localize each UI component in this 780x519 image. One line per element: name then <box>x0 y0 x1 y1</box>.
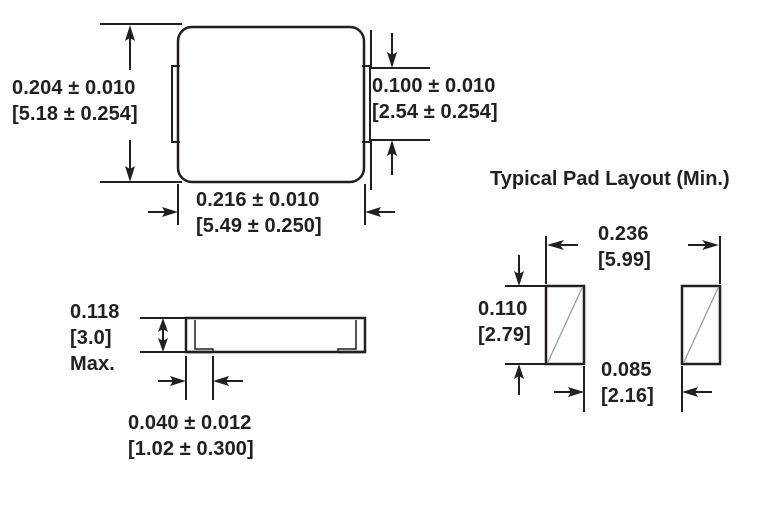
side-view-body-outline <box>184 316 367 354</box>
side-view-left-terminal <box>194 320 214 352</box>
pad-height-dim-inch: 0.110 <box>478 298 528 320</box>
pad-span-arrow-left-head <box>547 240 564 250</box>
width-arrow-left-head <box>162 207 178 217</box>
side-view-height-dim-mm: [3.0] <box>70 327 112 349</box>
top-view-width-dim-inch: 0.216 ± 0.010 <box>196 189 320 211</box>
top-view-height-dim-inch: 0.204 ± 0.010 <box>12 77 136 99</box>
top-view-right-terminal <box>362 65 371 143</box>
pad-left-hatch <box>547 287 583 363</box>
pad-left <box>544 284 586 366</box>
side-view-body-group <box>184 316 367 354</box>
top-view-body <box>176 25 366 184</box>
side-view-terminal-width-dim-inch: 0.040 ± 0.012 <box>128 412 252 434</box>
pad-span-arrow-right-head <box>702 240 719 250</box>
terminal-arrow-up-head <box>387 140 397 156</box>
side-view-height-dim-inch: 0.118 <box>70 301 120 323</box>
pad-right <box>680 284 722 366</box>
pad-gap-dim-inch: 0.085 <box>601 359 652 381</box>
height-arrow-up-head <box>125 25 135 41</box>
side-view-right-terminal <box>337 320 357 352</box>
side-tw-arrow-left-head <box>170 376 186 386</box>
pad-height-arrow-down-head <box>514 271 524 286</box>
pad-height-arrow-up-head <box>514 364 524 379</box>
side-height-arrow-head-up <box>158 318 168 332</box>
pad-gap-arrow-right-head <box>682 387 698 397</box>
pad-layout-heading: Typical Pad Layout (Min.) <box>490 168 730 190</box>
pad-height-dim-mm: [2.79] <box>478 324 531 346</box>
pad-gap-arrow-left-head <box>568 387 584 397</box>
top-view-width-dim-mm: [5.49 ± 0.250] <box>196 215 322 237</box>
side-view-height-dim-note: Max. <box>70 353 115 375</box>
side-view-height-dimension <box>140 317 186 353</box>
side-view-terminal-width-dim-mm: [1.02 ± 0.300] <box>128 438 254 460</box>
height-arrow-down-head <box>125 166 135 182</box>
width-arrow-right-head <box>365 207 381 217</box>
pad-right-hatch <box>683 287 719 363</box>
terminal-arrow-down-head <box>387 52 397 68</box>
pad-layout-group <box>544 284 722 366</box>
top-view-height-dim-mm: [5.18 ± 0.254] <box>12 103 138 125</box>
top-view-terminal-dim-inch: 0.100 ± 0.010 <box>372 75 496 97</box>
side-tw-arrow-right-head <box>213 376 229 386</box>
top-view-left-terminal <box>171 65 180 143</box>
top-view-terminal-dim-mm: [2.54 ± 0.254] <box>372 101 498 123</box>
pad-span-dim-mm: [5.99] <box>598 249 651 271</box>
side-height-arrow-head-down <box>158 338 168 352</box>
pad-gap-dim-mm: [2.16] <box>601 385 654 407</box>
top-view-body-group <box>171 25 371 184</box>
side-view-terminal-width-dimension <box>158 356 243 400</box>
pad-span-dim-inch: 0.236 <box>598 223 649 245</box>
